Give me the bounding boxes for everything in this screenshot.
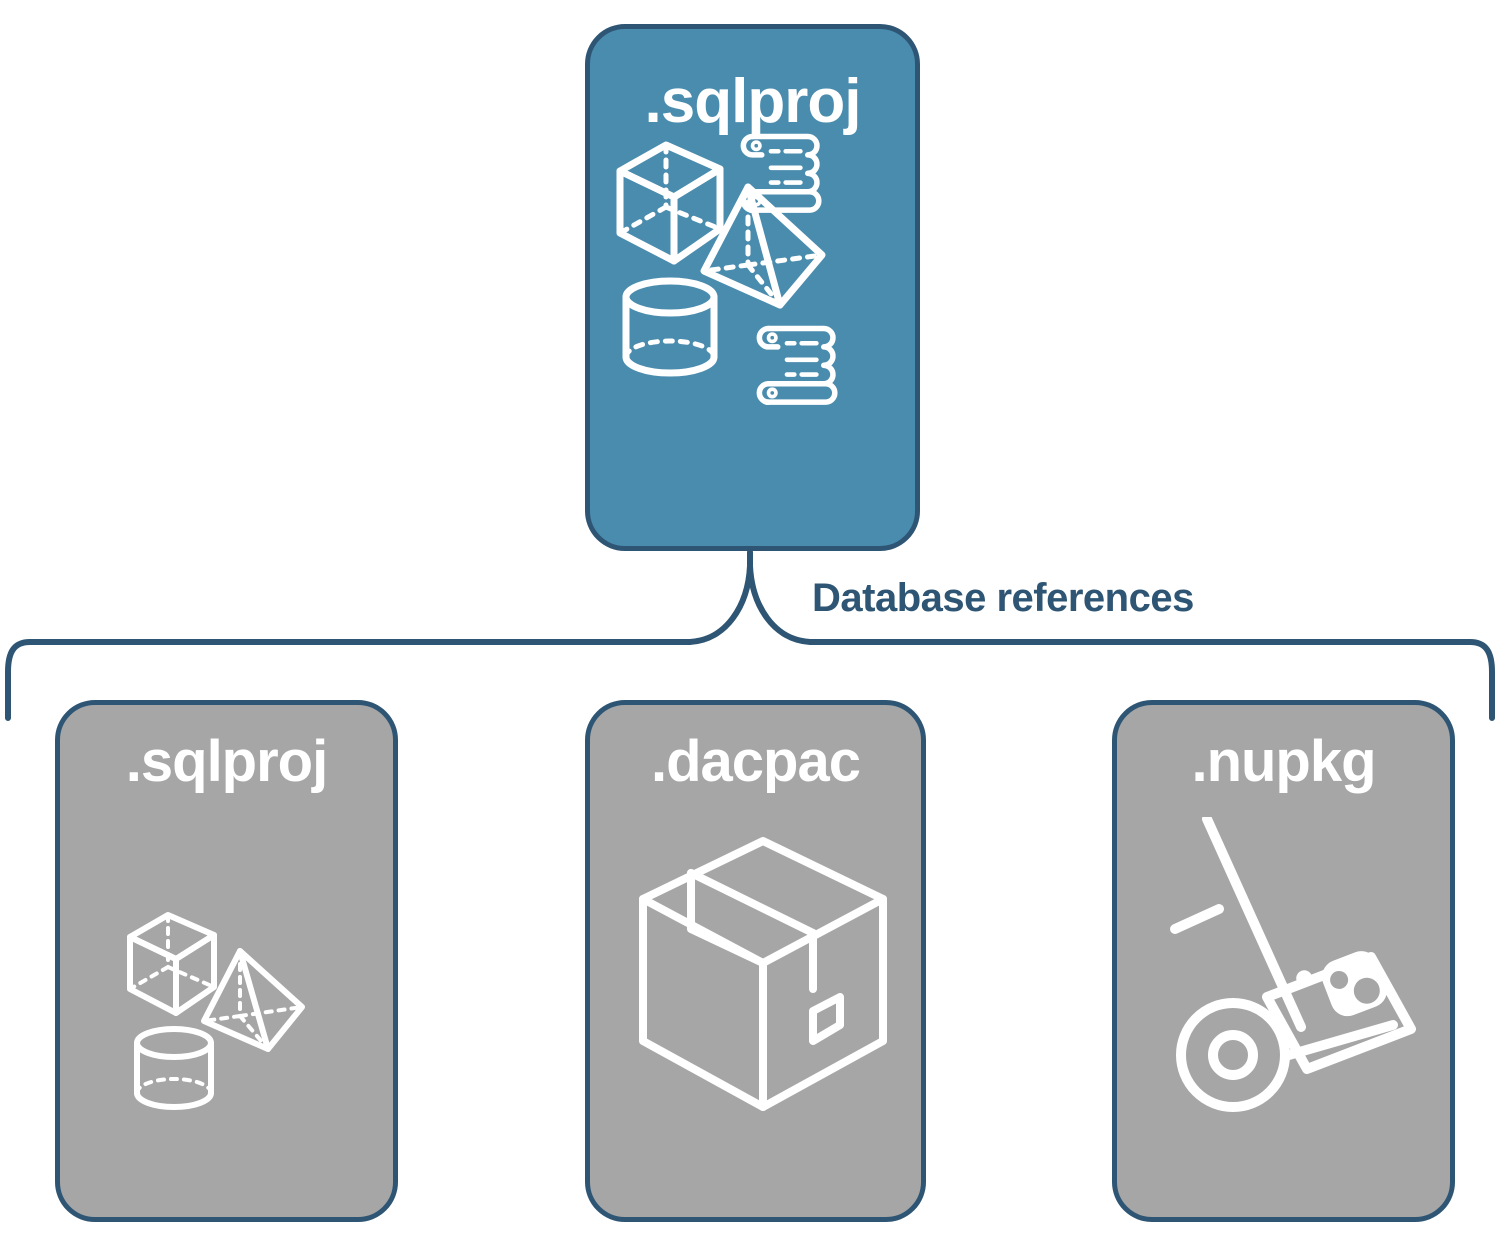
- pyramid-icon: [201, 948, 305, 1052]
- nupkg-icon-group: [1170, 817, 1416, 1112]
- cylinder-icon: [134, 1026, 214, 1110]
- connector-label-database-references: Database references: [812, 576, 1194, 620]
- node-child-sqlproj-title: .sqlproj: [125, 729, 328, 794]
- node-child-nupkg-title: .nupkg: [1191, 729, 1376, 794]
- brace-left-endcap: [5, 639, 33, 721]
- sqlproj-icon-group: [127, 912, 305, 1110]
- node-child-nupkg-icon-area: [1117, 791, 1450, 1217]
- dacpac-icon-group: [639, 837, 887, 1111]
- brace-left-arm: [27, 563, 753, 645]
- cylinder-icon: [622, 277, 718, 377]
- cube-icon: [127, 912, 217, 1016]
- brace-right-endcap: [1467, 639, 1495, 721]
- cube-icon: [616, 141, 724, 265]
- node-root-title: .sqlproj: [644, 67, 862, 136]
- node-child-dacpac-icon-area: [590, 791, 921, 1217]
- node-child-sqlproj-icon-area: [60, 791, 393, 1217]
- package-box-icon: [639, 837, 887, 1111]
- root-icon-group: [616, 133, 838, 405]
- node-child-sqlproj[interactable]: .sqlproj: [55, 700, 398, 1222]
- node-child-dacpac[interactable]: .dacpac: [585, 700, 926, 1222]
- node-child-nupkg[interactable]: .nupkg: [1112, 700, 1455, 1222]
- nuget-logo-holes: [1330, 970, 1380, 1004]
- pyramid-icon: [700, 183, 826, 309]
- node-root-sqlproj[interactable]: .sqlproj: [585, 24, 920, 551]
- node-child-dacpac-title: .dacpac: [651, 729, 861, 794]
- node-root-icon-area: [590, 133, 915, 546]
- scroll-icon: [756, 325, 838, 405]
